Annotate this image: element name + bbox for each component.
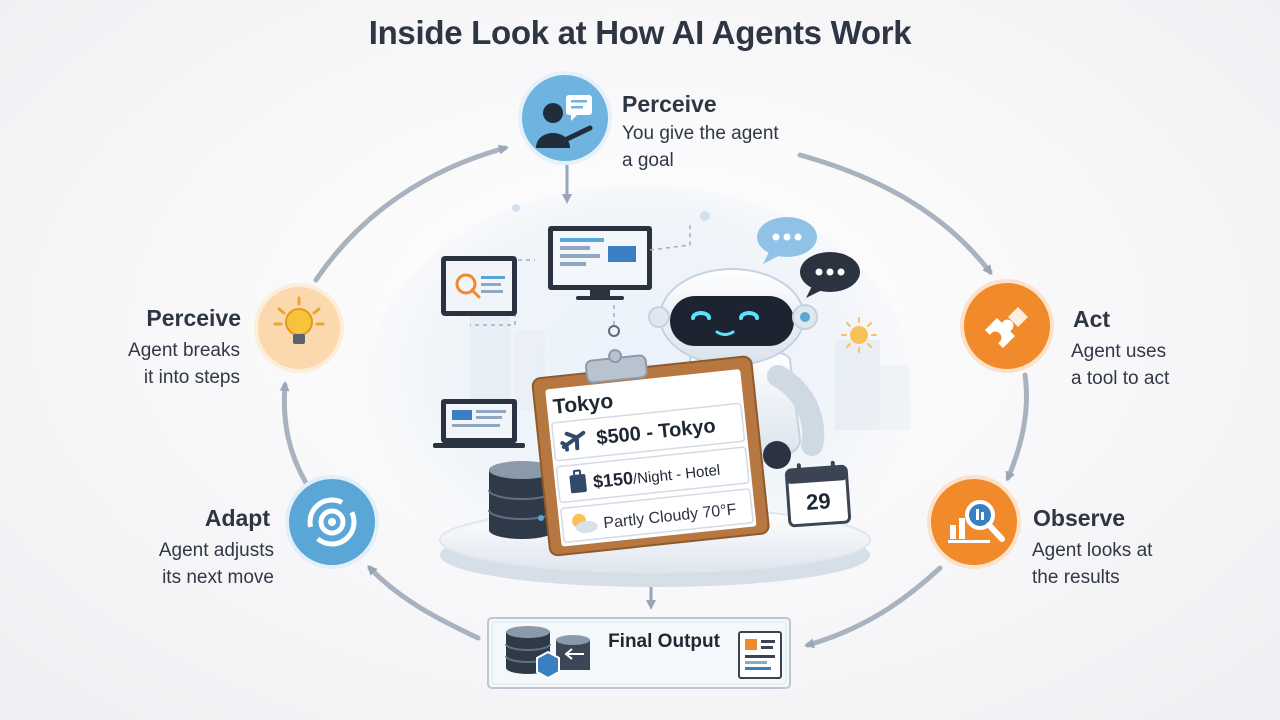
adapt-desc-line1: Agent adjusts: [158, 540, 274, 561]
final-output-label: Final Output: [608, 631, 721, 652]
act-desc-line2: a tool to act: [1071, 368, 1170, 389]
search-screen-illustration: [441, 256, 517, 316]
plane-icon: [560, 430, 586, 452]
arrow-observe-to-output: [804, 565, 943, 649]
perceive-top-title: Perceive: [622, 91, 717, 117]
observe-desc: Agent looks at the results: [1032, 537, 1152, 591]
person-chat-icon: [536, 95, 593, 148]
hotel-price: $150: [592, 468, 634, 492]
act-desc: Agent uses a tool to act: [1071, 338, 1169, 392]
dashed-connectors: [470, 222, 691, 326]
refresh-gear-icon: [307, 497, 357, 547]
cycle-arrows: [279, 144, 1029, 649]
perceive-left-desc-line2: it into steps: [143, 367, 240, 388]
arrow-perceive-to-goal: [313, 144, 509, 283]
act-desc-line1: Agent uses: [1071, 341, 1167, 362]
laptop-illustration: [433, 399, 525, 448]
connector-node: [608, 325, 620, 337]
perceive-left-title: Perceive: [146, 305, 241, 331]
arrow-adapt-to-perceive: [279, 381, 309, 486]
dot-decor: [512, 204, 520, 212]
act-node: [960, 279, 1054, 373]
flight-card: [551, 402, 746, 462]
perceive-top-desc-line1: You give the agent: [622, 123, 779, 144]
chat-bubble-dark: [800, 252, 860, 298]
act-title: Act: [1073, 306, 1111, 332]
observe-title: Observe: [1033, 505, 1126, 531]
observe-desc-line1: Agent looks at: [1032, 540, 1153, 561]
partly-cloudy-icon: [572, 513, 598, 534]
chat-bubble-blue: [757, 217, 817, 264]
perceive-top-node: [518, 71, 612, 165]
city-background: [470, 300, 910, 430]
perceive-top-desc: You give the agent a goal: [622, 120, 779, 174]
document-icon: [738, 631, 782, 679]
monitor-illustration: [548, 226, 652, 300]
dot-decor: [700, 211, 710, 221]
luggage-icon: [569, 469, 587, 494]
sun-icon: [841, 317, 877, 353]
perceive-left-node: [254, 283, 344, 373]
observe-desc-line2: the results: [1032, 567, 1120, 588]
perceive-left-desc: Agent breaks it into steps: [90, 337, 240, 391]
calendar-icon: [784, 460, 852, 528]
puzzle-icon: [985, 307, 1028, 348]
output-database-icon: [505, 626, 590, 680]
adapt-node: [285, 475, 379, 569]
final-output-box: [487, 617, 791, 689]
page-title: Inside Look at How AI Agents Work: [368, 14, 912, 51]
perceive-left-desc-line1: Agent breaks: [128, 340, 240, 361]
observe-node: [927, 475, 1021, 569]
weather-card: [560, 488, 754, 543]
lightbulb-icon: [273, 296, 325, 344]
adapt-desc-line2: its next move: [162, 567, 274, 588]
arrow-output-to-adapt: [367, 565, 481, 641]
perceive-top-desc-line2: a goal: [622, 150, 674, 171]
arrow-act-to-observe: [1005, 372, 1029, 482]
arrow-perceive-to-act: [797, 152, 993, 276]
calendar-day: 29: [805, 488, 831, 515]
hotel-card: [555, 446, 750, 504]
magnifier-chart-icon: [948, 500, 1005, 543]
adapt-desc: Agent adjusts its next move: [110, 537, 274, 591]
adapt-title: Adapt: [204, 505, 270, 531]
